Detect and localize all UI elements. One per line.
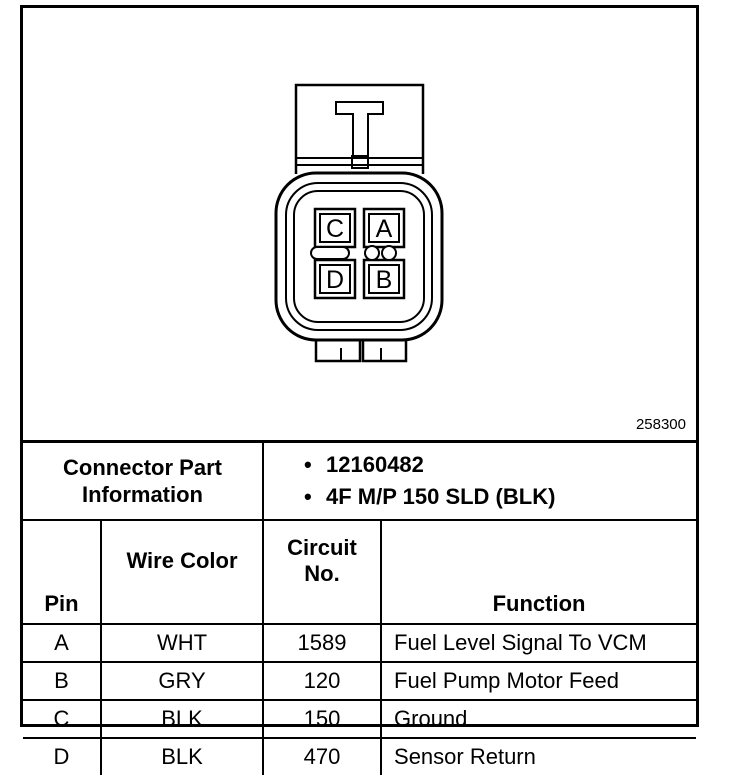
bullet-icon: • [304, 452, 312, 477]
table-row: C BLK 150 Ground [23, 699, 697, 739]
function-cell: Sensor Return [380, 737, 697, 775]
table-header-row: Pin Wire Color Circuit No. Function [23, 519, 697, 625]
circuit-cell: 120 [262, 661, 383, 701]
part-number-item: •12160482 [304, 449, 696, 481]
wire-color-cell: BLK [99, 699, 265, 739]
header-function: Function [380, 519, 697, 625]
circuit-cell: 1589 [262, 623, 383, 663]
connector-drawing: C A D B [274, 83, 444, 363]
function-cell: Ground [380, 699, 697, 739]
pin-cell: C [23, 699, 102, 739]
table-row: A WHT 1589 Fuel Level Signal To VCM [23, 623, 697, 663]
header-circuit-no: Circuit No. [262, 519, 383, 625]
cavity-label-c: C [326, 215, 344, 243]
bullet-icon: • [304, 484, 312, 509]
connector-part-label: Connector Part Information [23, 440, 265, 521]
table-row: D BLK 470 Sensor Return [23, 737, 697, 775]
pin-cell: D [23, 737, 102, 775]
function-cell: Fuel Level Signal To VCM [380, 623, 697, 663]
cavity-label-a: A [376, 215, 393, 243]
wire-color-cell: WHT [99, 623, 265, 663]
connector-info-row: Connector Part Information •12160482 •4F… [23, 440, 697, 521]
function-cell: Fuel Pump Motor Feed [380, 661, 697, 701]
table-row: B GRY 120 Fuel Pump Motor Feed [23, 661, 697, 701]
pin-cell: B [23, 661, 102, 701]
part-description-item: •4F M/P 150 SLD (BLK) [304, 481, 696, 513]
cavity-label-d: D [326, 266, 344, 294]
figure-id: 258300 [635, 416, 686, 433]
connector-part-info: •12160482 •4F M/P 150 SLD (BLK) [262, 440, 697, 521]
header-wire-color: Wire Color [99, 519, 265, 625]
circuit-cell: 150 [262, 699, 383, 739]
wire-color-cell: BLK [99, 737, 265, 775]
pinout-table: Connector Part Information •12160482 •4F… [23, 440, 697, 775]
wire-color-cell: GRY [99, 661, 265, 701]
diagram-frame: C A D B 258300 Connector Part Informatio… [20, 5, 699, 775]
cavity-label-b: B [376, 266, 393, 294]
connector-figure: C A D B 258300 [23, 8, 696, 440]
circuit-cell: 470 [262, 737, 383, 775]
header-pin: Pin [23, 519, 102, 625]
pin-cell: A [23, 623, 102, 663]
